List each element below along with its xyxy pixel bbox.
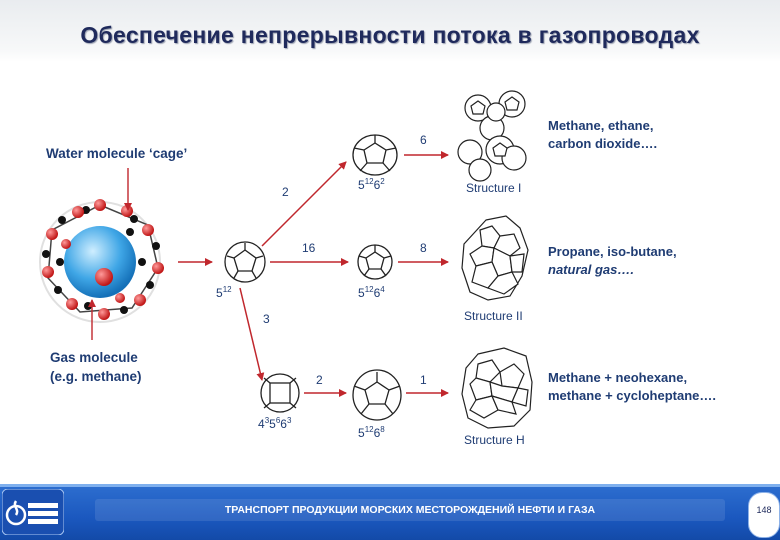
cage-51262-icon [352, 134, 398, 176]
arrow-to-51262 [261, 161, 347, 247]
branch-count-lower: 3 [263, 312, 270, 326]
footer-bar [0, 484, 780, 540]
footer-stripe [0, 484, 780, 487]
cage-435663-icon [260, 373, 300, 413]
page-title: Обеспечение непрерывности потока в газоп… [80, 22, 700, 48]
gas-molecule-label: Gas molecule [50, 350, 138, 365]
cage-435663-label: 435663 [258, 416, 292, 431]
company-logo-icon [2, 489, 64, 535]
page-number-badge: 148 [748, 492, 780, 538]
gas-molecule-example: (e.g. methane) [50, 369, 142, 384]
structure-h-gases-line1: Methane + neohexane, [548, 370, 687, 385]
structure-2-gases-line2: natural gas…. [548, 262, 634, 277]
cage-51268-icon [352, 369, 402, 421]
structure-2-gases-line1: Propane, iso-butane, [548, 244, 677, 259]
page-number: 148 [756, 505, 772, 515]
cage-51264-label: 51264 [358, 285, 385, 300]
branch-count-middle: 16 [302, 241, 316, 255]
footer-caption: ТРАНСПОРТ ПРОДУКЦИИ МОРСКИХ МЕСТОРОЖДЕНИ… [95, 499, 725, 521]
structure-2-name: Structure II [464, 309, 523, 323]
count-s1: 6 [420, 133, 427, 147]
hydrate-structures-diagram: Water molecule ‘cage’ Gas molecule (e.g.… [39, 90, 716, 447]
structure-1-gases-line1: Methane, ethane, [548, 118, 653, 133]
cage-512-label: 512 [216, 285, 232, 300]
arrow-to-435663 [239, 287, 265, 381]
structure-1-icon [457, 90, 527, 182]
structure-2-icon [461, 215, 529, 301]
count-sh-a: 2 [316, 373, 323, 387]
structure-1-gases-line2: carbon dioxide…. [548, 136, 657, 151]
water-cage-illustration [39, 168, 164, 340]
cage-51264-icon [357, 244, 393, 280]
structure-h-icon [461, 347, 533, 429]
count-sh-b: 1 [420, 373, 427, 387]
cage-label: Water molecule ‘cage’ [46, 146, 187, 161]
branch-count-upper: 2 [282, 185, 289, 199]
cage-512-icon [224, 241, 266, 283]
structure-h-name: Structure H [464, 433, 525, 447]
structure-h-gases-line2: methane + cycloheptane…. [548, 388, 716, 403]
count-s2: 8 [420, 241, 427, 255]
title-bar [0, 0, 780, 62]
structure-1-name: Structure I [466, 181, 521, 195]
cage-51262-label: 51262 [358, 177, 385, 192]
cage-51268-label: 51268 [358, 425, 385, 440]
